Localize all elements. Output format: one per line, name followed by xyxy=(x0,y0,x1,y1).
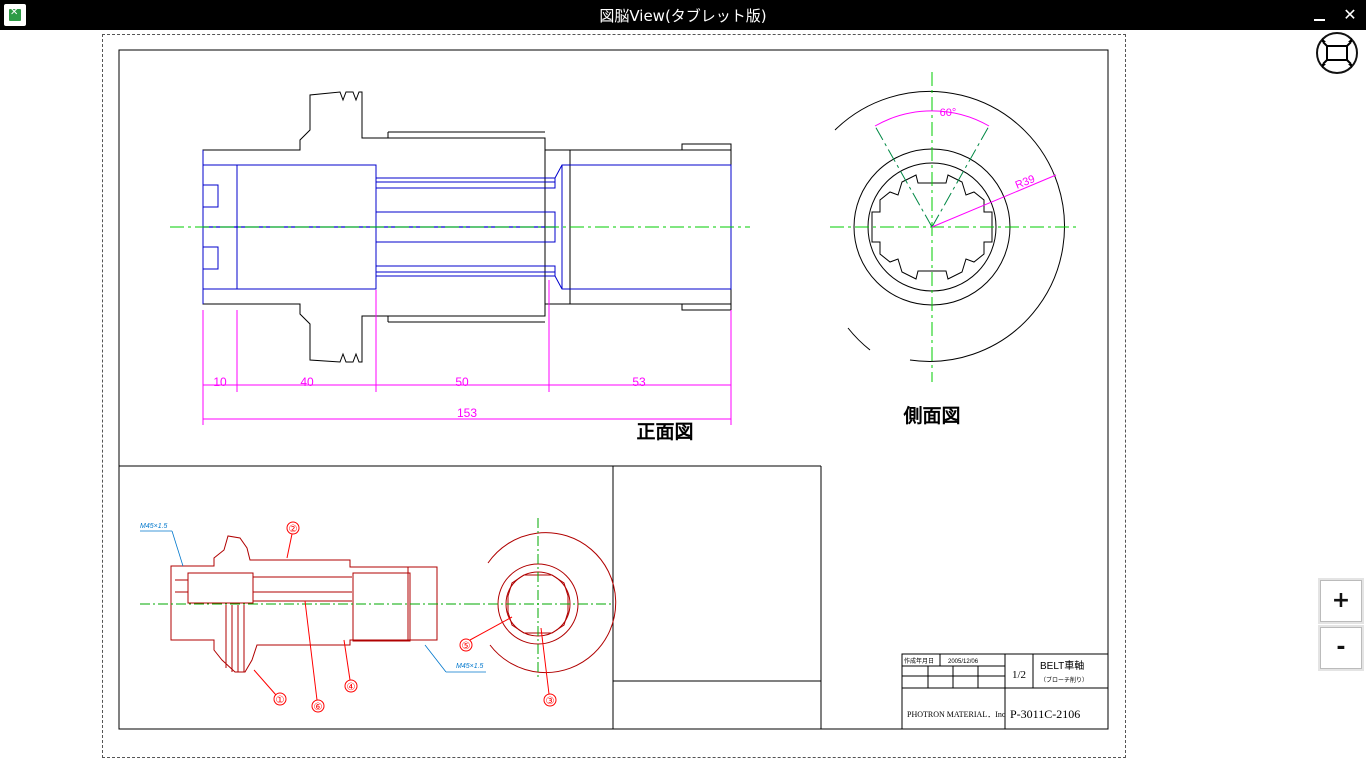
side-view xyxy=(834,90,1065,362)
balloon-6: ⑥ xyxy=(314,702,323,713)
tb-date-label: 作成年月日 xyxy=(904,657,934,665)
title-bar: 図脳View(タブレット版) ✕ xyxy=(0,0,1366,30)
front-view-dimensions: 10 40 50 53 153 xyxy=(202,280,732,425)
dim-angle: 60° xyxy=(940,107,957,119)
zoom-out-button[interactable]: - xyxy=(1320,627,1362,669)
balloon-5: ⑤ xyxy=(462,641,471,652)
tb-part-note: （ブローチ削り） xyxy=(1040,676,1088,684)
dim-40: 40 xyxy=(300,375,314,389)
window-title: 図脳View(タブレット版) xyxy=(599,7,767,25)
close-button[interactable]: ✕ xyxy=(1338,4,1362,26)
dim-10: 10 xyxy=(213,375,227,389)
thread-note-top: M45×1.5 xyxy=(140,523,168,530)
tb-date-value: 2005/12/06 xyxy=(948,659,979,665)
dim-50: 50 xyxy=(455,375,469,389)
tb-drawing-no: P-3011C-2106 xyxy=(1010,707,1080,721)
thread-note-bottom: M45×1.5 xyxy=(456,663,484,670)
dim-153: 153 xyxy=(457,406,477,420)
title-block-text: 作成年月日 2005/12/06 1/2 BELT車軸 （ブローチ削り） PHO… xyxy=(904,657,1088,721)
tb-company: PHOTRON MATERIAL．Inc xyxy=(907,710,1006,719)
minimize-button[interactable] xyxy=(1308,4,1332,26)
front-view xyxy=(202,91,732,363)
fit-to-screen-icon xyxy=(1322,38,1352,68)
thumb-balloons xyxy=(253,521,557,713)
title-block xyxy=(901,653,1109,730)
thumb-balloon-labels: ① ② ③ ④ ⑤ ⑥ xyxy=(276,524,555,713)
balloon-3: ③ xyxy=(546,696,555,707)
front-view-label: 正面図 xyxy=(636,421,693,443)
balloon-4: ④ xyxy=(347,682,356,693)
thumb-front-view xyxy=(170,535,438,673)
side-view-label: 側面図 xyxy=(902,405,960,427)
tb-sheet: 1/2 xyxy=(1012,669,1026,681)
dim-53: 53 xyxy=(632,375,646,389)
tb-part-name: BELT車軸 xyxy=(1040,659,1084,672)
drawing-sheet-frame xyxy=(102,34,1126,758)
thumb-side-view xyxy=(487,532,617,674)
balloon-1: ① xyxy=(276,695,285,706)
dim-radius: R39 xyxy=(1014,173,1037,192)
balloon-2: ② xyxy=(289,524,298,535)
close-icon: ✕ xyxy=(1343,5,1357,24)
thumb-thread-notes: M45×1.5 M45×1.5 xyxy=(140,523,486,673)
fit-to-screen-button[interactable] xyxy=(1316,32,1358,74)
app-icon xyxy=(4,4,26,26)
zoom-in-button[interactable]: + xyxy=(1320,580,1362,622)
